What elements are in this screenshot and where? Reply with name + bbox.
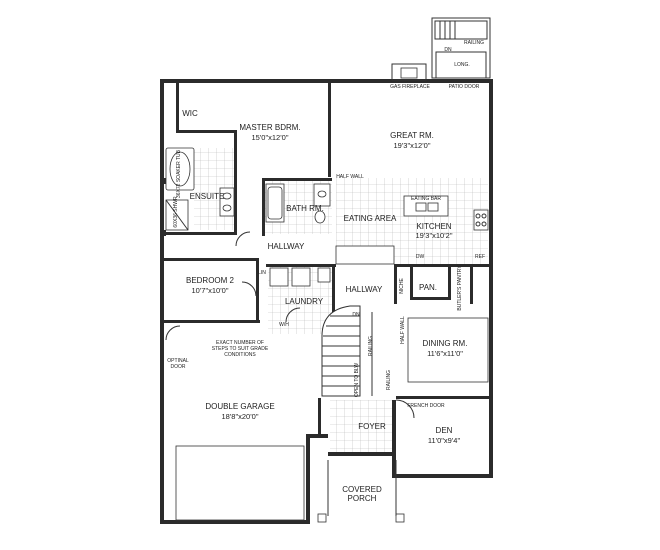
dw-note: DW [416,254,425,260]
railing-stair-note: RAILING [368,336,374,356]
washer [269,267,289,287]
rear-deck [391,17,491,81]
french-door-note: FRENCH DOOR [407,403,445,409]
laundry-label: LAUNDRY [285,297,324,306]
garage-label: DOUBLE GARAGE [205,402,274,411]
exterior-walls [160,79,493,524]
great-room-label: GREAT RM. [390,131,434,140]
niche-note: NICHE [399,278,405,294]
railing-foyer-note: RAILING [386,370,392,390]
dryer [291,267,311,287]
dining-room-label: DINING RM. [423,339,468,348]
bath-room-label: BATH RM. [286,204,324,213]
steps-note-2: STEPS TO SUIT GRADE [212,346,269,352]
long-note: LONG. [454,62,470,68]
kitchen-label: KITCHEN [416,222,451,231]
ensuite-label: ENSUITE [190,192,225,201]
half-wall-top-note: HALF WALL [336,174,364,180]
counter [335,245,395,265]
kitchen-dim: 19'3"x10'2" [416,231,453,240]
fixtures [165,147,489,521]
shower-note: 60X36 SHWR [173,196,179,228]
eating-bar-note: EATING BAR [411,196,441,202]
tub-basin [169,151,191,187]
garage-door-outline [175,445,305,521]
pantry-label: PAN. [419,283,437,292]
master-bedroom-label: MASTER BDRM. [239,123,300,132]
wic-label: WIC [182,109,198,118]
toilet [314,210,326,224]
lin-note: LIN [258,270,266,276]
porch-label-1: COVERED [342,485,382,494]
open-to-blw-note: OPEN TO BLW [354,363,360,397]
optional-door-note-2: DOOR [171,364,186,370]
butlers-pantry-note: BUTLER'S PANTRY [457,265,463,311]
porch-label-2: PORCH [348,494,377,503]
tub-note: 36X72 SOAKER TUB [176,149,182,198]
wh-note: W/H [279,322,289,328]
staircase [321,305,373,397]
steps-note-3: CONDITIONS [224,352,256,358]
porch [317,460,405,523]
hallway-upper-label: HALLWAY [268,242,305,251]
great-room-dim: 19'3"x12'0" [394,141,431,150]
hallway-mid-label: HALLWAY [346,285,383,294]
steps-note-1: EXACT NUMBER OF [216,340,264,346]
door-swings [165,231,415,419]
ref-note: REF [475,254,485,260]
master-bedroom-dim: 15'0"x12'0" [252,133,289,142]
den-dim: 11'0"x9'4" [428,436,461,445]
dining-table-outline [407,317,489,383]
foyer-label: FOYER [358,422,386,431]
interior-walls [160,83,489,438]
bedroom2-label: BEDROOM 2 [186,276,235,285]
range [473,209,489,231]
dn-stair-note: DN [352,312,360,318]
railing-top-note: RAILING [464,40,484,46]
gas-fireplace-note: GAS FIREPLACE [390,84,430,90]
bedroom2-dim: 10'7"x10'0" [192,286,229,295]
eating-area-label: EATING AREA [344,214,397,223]
den-label: DEN [436,426,453,435]
patio-door-note: PATIO DOOR [449,84,480,90]
foyer-tile [330,400,396,454]
laundry-sink [317,267,331,283]
dining-room-dim: 11'6"x11'0" [427,349,463,358]
half-wall-side-note: HALF WALL [400,316,406,344]
garage-dim: 18'8"x20'0" [222,412,259,421]
dn-top-note: DN [444,47,452,53]
optional-door-note-1: OPTINAL [167,358,189,364]
